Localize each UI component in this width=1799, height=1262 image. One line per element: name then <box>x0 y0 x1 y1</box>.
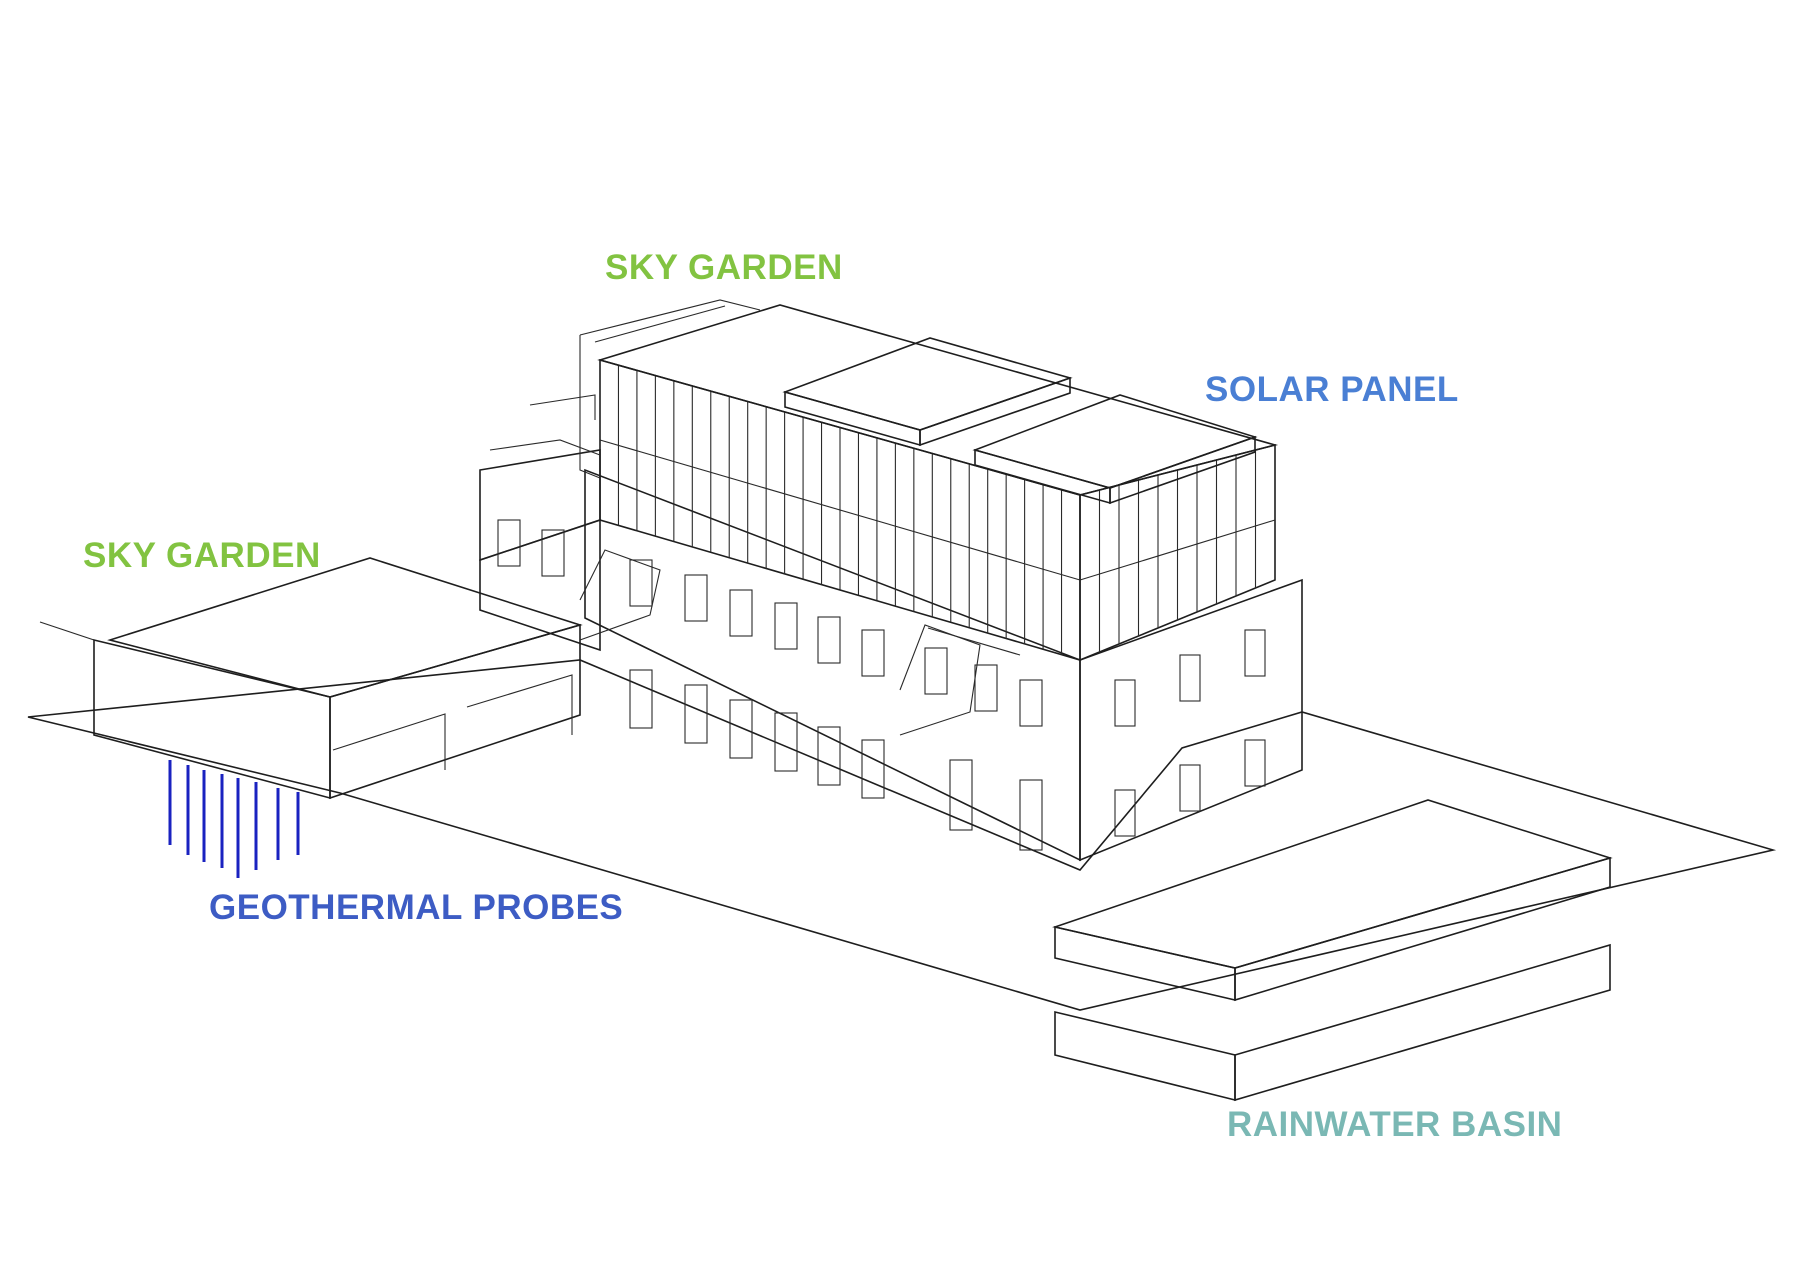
geothermal-probes <box>168 760 300 878</box>
roof-sky-garden <box>597 304 1279 496</box>
upper-facade <box>489 299 1279 662</box>
sky-garden-label-left: SKY GARDEN <box>83 536 321 575</box>
solar-panel-label: SOLAR PANEL <box>1205 370 1459 409</box>
annex-building <box>39 557 583 800</box>
solar-panels <box>782 337 1258 505</box>
sky-garden-label-top: SKY GARDEN <box>605 248 843 287</box>
rainwater-basin <box>1052 799 1613 1102</box>
rainwater-basin-label: RAINWATER BASIN <box>1227 1105 1563 1144</box>
annex-sky-garden <box>107 557 583 698</box>
main-building <box>479 449 1303 862</box>
ground-plane <box>27 659 1777 1011</box>
geothermal-probes-label: GEOTHERMAL PROBES <box>209 888 624 927</box>
